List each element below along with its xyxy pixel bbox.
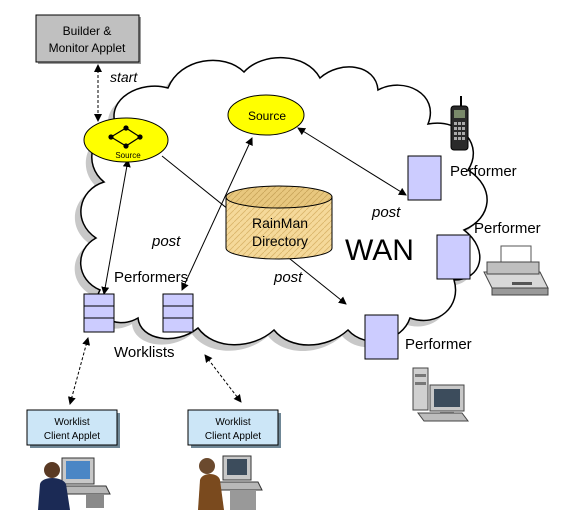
worklist-client-applet-left: Worklist Client Applet	[26, 409, 120, 448]
client-right-line2: Client Applet	[205, 431, 261, 442]
worklists-label: Worklists	[114, 344, 175, 361]
main-source-to-performer-arrow	[297, 127, 407, 196]
performer-3-label: Performer	[405, 336, 472, 353]
mobile-phone-icon	[450, 96, 469, 151]
wan-label: WAN	[345, 234, 414, 267]
user-at-computer-icon-right	[198, 455, 263, 510]
source-small-label: Source	[115, 151, 141, 160]
performer-box-3	[364, 314, 399, 360]
desktop-computer-icon	[412, 367, 469, 422]
workflow-graph-icon	[108, 125, 143, 149]
post-left-label: post	[151, 233, 181, 250]
source-small: Source	[83, 117, 169, 163]
source-to-worklist-arrow	[101, 159, 131, 295]
source-main: Source	[227, 94, 305, 136]
post-right-label: post	[371, 204, 401, 221]
builder-monitor-applet-box: Builder & Monitor Applet	[35, 14, 141, 64]
worklist-to-client-left-arrow	[67, 337, 91, 405]
start-label: start	[110, 69, 138, 85]
source-main-label: Source	[248, 109, 286, 123]
performers-label: Performers	[114, 269, 188, 286]
builder-box-line2: Monitor Applet	[49, 41, 126, 55]
client-right-line1: Worklist	[215, 417, 251, 428]
performer-1-label: Performer	[450, 163, 517, 180]
post-center-label: post	[273, 269, 303, 286]
performer-box-2	[436, 234, 471, 280]
performer-box-1	[407, 155, 442, 201]
client-left-line2: Client Applet	[44, 431, 100, 442]
worklist-to-client-right-arrow	[204, 354, 242, 403]
client-left-line1: Worklist	[54, 417, 90, 428]
performer-2-label: Performer	[474, 220, 541, 237]
builder-box-line1: Builder &	[63, 24, 112, 38]
printer-icon	[483, 245, 549, 296]
user-at-computer-icon-left	[38, 457, 111, 510]
directory-line1: RainMan	[252, 215, 308, 231]
main-source-to-worklist-arrow	[181, 137, 253, 291]
rainman-directory: RainMan Directory	[225, 185, 333, 260]
directory-line2: Directory	[252, 233, 308, 249]
worklist-left	[83, 293, 115, 333]
worklist-right	[162, 293, 194, 333]
worklist-client-applet-right: Worklist Client Applet	[187, 409, 281, 448]
